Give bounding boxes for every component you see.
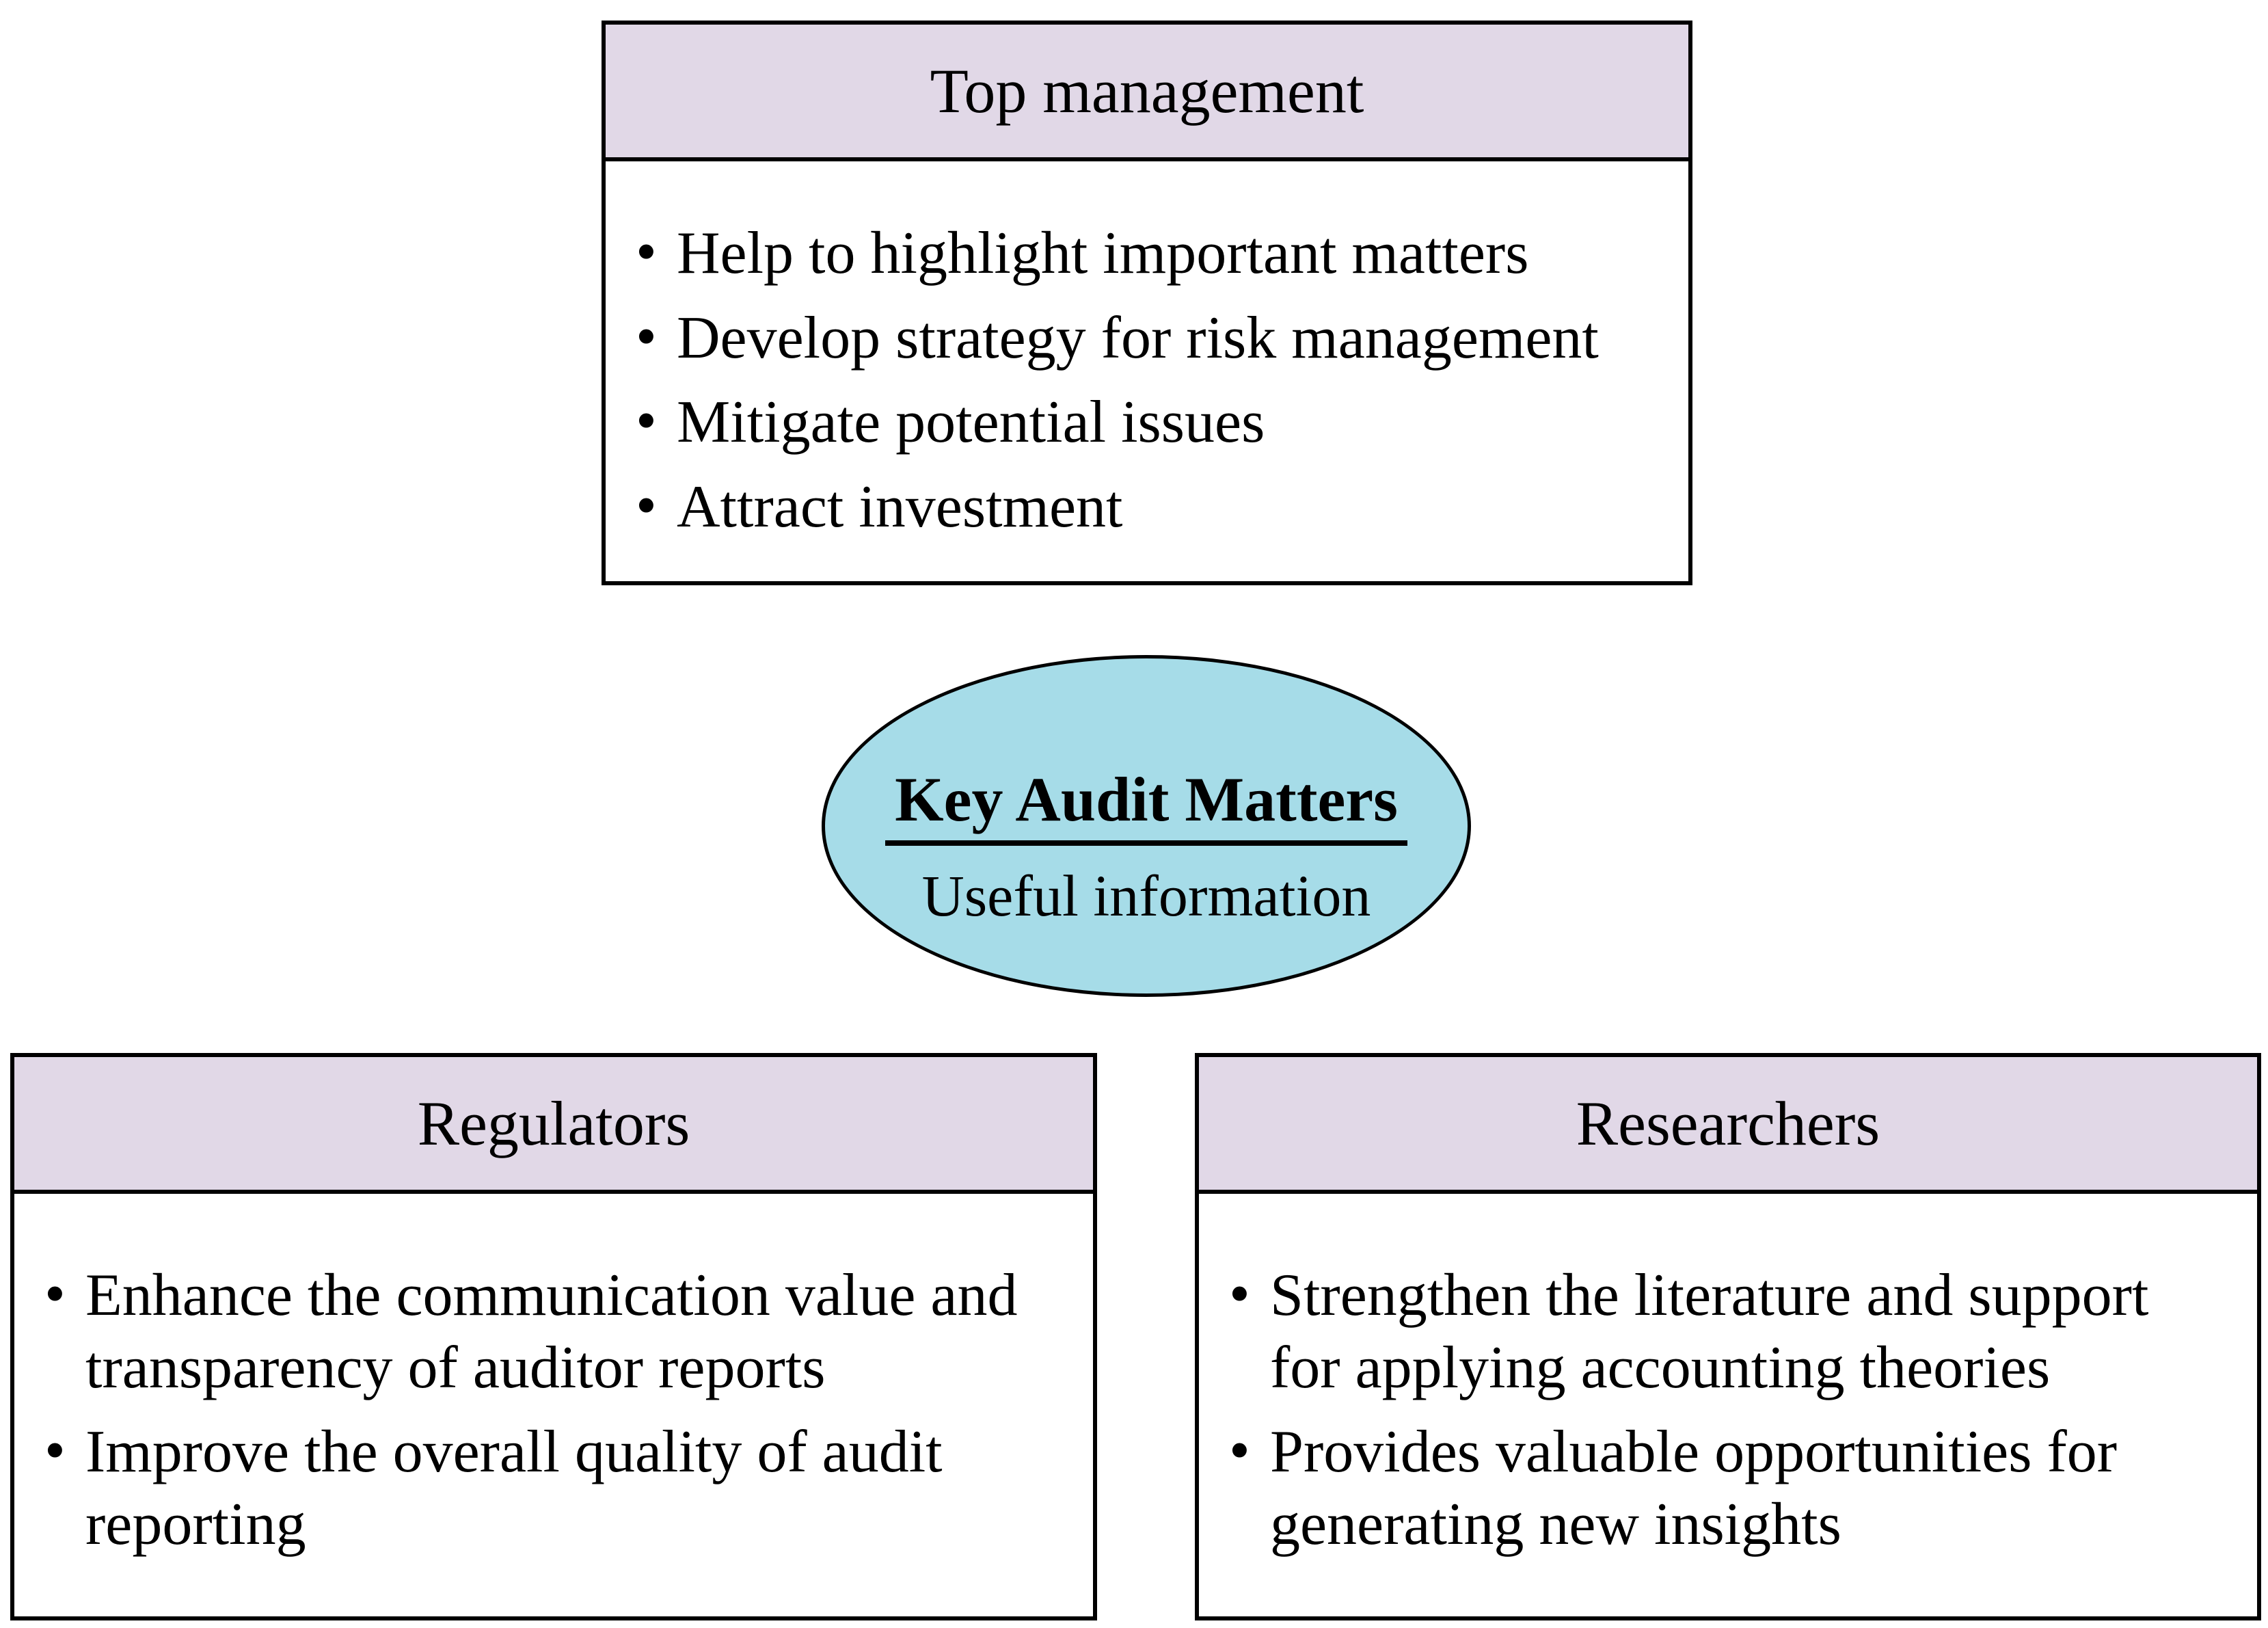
bullet-item: Enhance the communication value and tran… [42,1258,1052,1404]
researchers-bullet-list: Strengthen the literature and support fo… [1226,1258,2216,1560]
key-audit-matters-title: Key Audit Matters [885,768,1407,846]
researchers-title: Researchers [1576,1089,1880,1158]
bullet-item: Attract investment [633,470,1647,544]
bullet-item: Mitigate potential issues [633,385,1647,459]
top-management-box: Top management Help to highlight importa… [602,21,1692,585]
top-management-header: Top management [606,25,1688,161]
key-audit-matters-subtitle: Useful information [921,863,1371,929]
researchers-box: Researchers Strengthen the literature an… [1195,1053,2261,1620]
top-management-bullet-list: Help to highlight important mattersDevel… [633,216,1647,544]
key-audit-matters-ellipse: Key Audit Matters Useful information [822,655,1471,997]
top-management-title: Top management [930,56,1364,126]
bullet-item: Strengthen the literature and support fo… [1226,1258,2216,1404]
regulators-box: Regulators Enhance the communication val… [10,1053,1097,1620]
researchers-header: Researchers [1199,1057,2257,1194]
bullet-item: Provides valuable opportunities for gene… [1226,1415,2216,1560]
regulators-body: Enhance the communication value and tran… [14,1194,1093,1560]
regulators-bullet-list: Enhance the communication value and tran… [42,1258,1052,1560]
bullet-item: Develop strategy for risk management [633,301,1647,375]
bullet-item: Improve the overall quality of audit rep… [42,1415,1052,1560]
top-management-body: Help to highlight important mattersDevel… [606,161,1688,543]
researchers-body: Strengthen the literature and support fo… [1199,1194,2257,1560]
regulators-header: Regulators [14,1057,1093,1194]
regulators-title: Regulators [417,1089,690,1158]
bullet-item: Help to highlight important matters [633,216,1647,290]
